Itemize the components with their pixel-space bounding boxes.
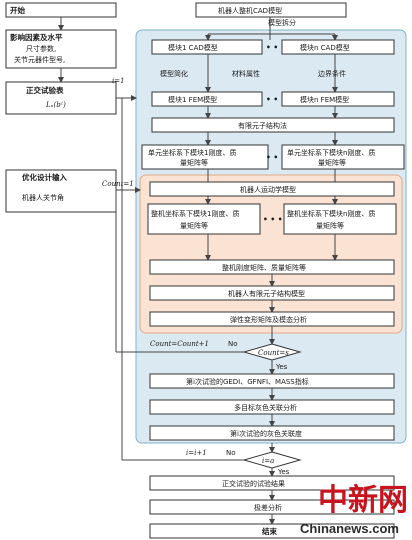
factors-line-2: 关节元器件型号,	[14, 55, 65, 64]
fe-method-box	[151, 117, 395, 133]
ortho-table-box	[5, 81, 117, 115]
material-label: 材料属性	[232, 69, 260, 78]
unit-module-n-l1: 单元坐标系下模块n刚度、质	[287, 148, 375, 157]
ellipsis-1: • • •	[266, 43, 286, 52]
cad-module-1: 模块1 CAD模型	[168, 43, 218, 52]
ellipsis-4: • • •	[263, 215, 283, 224]
whole-module-1-l1: 整机坐标系下模块1刚度、质	[151, 209, 239, 218]
watermark-cn: 中新网	[318, 483, 408, 518]
label-i-increment: i=i+1	[186, 449, 207, 457]
fem-module-n-box	[281, 91, 395, 107]
split-label: 模型拆分	[268, 18, 296, 27]
label-i-equals-1: i=1	[112, 77, 125, 85]
unit-module-1-l2: 量矩阵等	[180, 158, 208, 167]
ortho-table-formula: Lₙ(bᶜ)	[45, 101, 66, 109]
fe-method: 有限元子结构法	[238, 121, 287, 130]
end-label: 结束	[262, 526, 277, 536]
cad-title: 机器人整机CAD模型	[218, 6, 282, 15]
ellipsis-2: • • •	[266, 95, 286, 104]
label-yes-1: Yes	[275, 363, 288, 371]
grey-degree: 第i次试验的灰色关联度	[230, 429, 302, 438]
cad-module-1-box	[151, 39, 263, 55]
unit-module-n-box	[281, 144, 405, 170]
i-check: i=a	[262, 457, 274, 465]
ortho-table-title: 正交试验表	[26, 85, 64, 95]
whole-module-n-l2: 量矩阵等	[316, 221, 344, 230]
watermark-en: Chinanews.com	[300, 521, 399, 536]
label-count-equals-1: Count=1	[102, 180, 134, 188]
unit-module-1-l1: 单元坐标系下模块1刚度、质	[148, 148, 236, 157]
kinematics-box	[149, 181, 395, 197]
analysis: 弹性变形矩阵及模态分析	[230, 315, 307, 324]
fem-module-n: 模块n FEM模型	[300, 95, 349, 104]
whole-module-n-l1: 整机坐标系下模块n刚度、质	[287, 209, 375, 218]
grey-degree-box	[149, 425, 395, 441]
factors-line-1: 尺寸参数,	[26, 44, 56, 53]
whole-module-n-box	[283, 203, 397, 235]
ellipsis-3: • •	[266, 153, 278, 162]
whole-matrix: 整机刚度矩阵、质量矩阵等	[222, 263, 306, 272]
fem-module-1-box	[151, 91, 263, 107]
simplify-label: 模型简化	[160, 69, 188, 78]
label-no-2: No	[226, 449, 236, 457]
opt-input-body: 机器人关节角	[22, 193, 64, 202]
kinematics: 机器人运动学模型	[240, 185, 296, 194]
unit-module-1-box	[141, 144, 269, 170]
metrics: 第i次试验的GEDI、GFNFI、MASS指标	[186, 377, 309, 386]
start-label: 开始	[10, 5, 25, 15]
whole-module-1-l2: 量矩阵等	[180, 221, 208, 230]
label-count-increment: Count=Count+1	[150, 340, 209, 348]
cad-module-n-box	[281, 39, 395, 55]
cad-module-n: 模块n CAD模型	[300, 43, 350, 52]
grey: 多目标灰色关联分析	[234, 403, 297, 412]
whole-fe: 机器人有限元子结构模型	[228, 289, 305, 298]
opt-input-title: 优化设计输入	[22, 172, 67, 182]
end-box	[149, 523, 395, 539]
peach-panel	[139, 174, 403, 334]
label-yes-2: Yes	[277, 468, 290, 476]
count-check: Count=s	[258, 349, 289, 357]
ortho-result: 正交试验的试验结果	[222, 479, 285, 488]
boundary-label: 边界条件	[318, 69, 346, 78]
unit-module-n-l2: 量矩阵等	[318, 158, 346, 167]
factors-title: 影响因素及水平	[10, 32, 63, 42]
extreme: 极差分析	[254, 503, 282, 512]
cad-title-box	[195, 2, 347, 18]
label-no-1: No	[228, 340, 238, 348]
whole-module-1-box	[147, 203, 261, 235]
fem-module-1: 模块1 FEM模型	[168, 95, 217, 104]
